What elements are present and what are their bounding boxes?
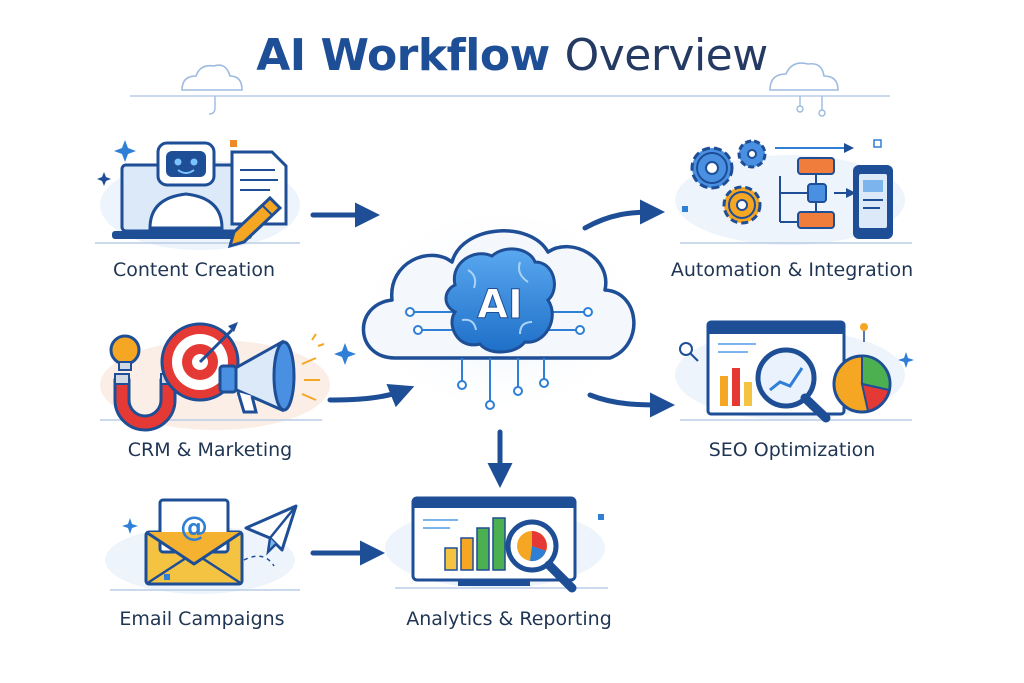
title-strong: AI Workflow — [256, 30, 550, 81]
arrow-hub-to-seo — [587, 392, 675, 418]
analytics-illustration — [385, 496, 608, 593]
ai-cloud-hub — [350, 200, 650, 420]
arrow-hub-to-automation — [582, 199, 665, 231]
node-label-seo-optimization: SEO Optimization — [708, 439, 876, 461]
page-title: AI Workflow Overview — [0, 30, 1024, 81]
node-label-analytics-reporting: Analytics & Reporting — [406, 608, 612, 630]
node-label-crm-marketing: CRM & Marketing — [127, 439, 293, 461]
flow-arrows — [310, 199, 675, 566]
node-label-automation-integration: Automation & Integration — [670, 259, 914, 281]
megaphone-icon — [218, 339, 320, 414]
gear-icon — [690, 139, 767, 225]
sparkle-icon — [114, 140, 136, 162]
title-decoration — [130, 62, 890, 117]
node-label-content-creation: Content Creation — [113, 259, 275, 281]
automation-illustration — [675, 139, 912, 245]
arrow-crm-to-hub — [327, 383, 415, 408]
pencil-icon — [227, 195, 283, 249]
robot-icon — [148, 141, 224, 230]
flowchart-icon — [775, 143, 856, 229]
email-illustration: @ — [105, 498, 300, 594]
magnifier-icon — [755, 347, 831, 423]
smartphone-icon — [853, 165, 893, 239]
node-label-email-campaigns: Email Campaigns — [119, 608, 285, 630]
title-light: Overview — [564, 30, 769, 81]
crm-illustration — [100, 322, 356, 432]
at-sign-text: @ — [180, 510, 208, 543]
seo-illustration — [675, 320, 914, 423]
paper-plane-icon — [243, 504, 298, 567]
content-creation-illustration — [95, 140, 300, 250]
pie-chart-icon — [832, 354, 892, 414]
magnifier-pie-icon — [505, 519, 577, 593]
ai-badge-text: AI — [477, 282, 523, 328]
bar-chart-icon — [444, 517, 506, 571]
lightbulb-icon — [109, 334, 141, 371]
envelope-icon — [144, 498, 244, 586]
